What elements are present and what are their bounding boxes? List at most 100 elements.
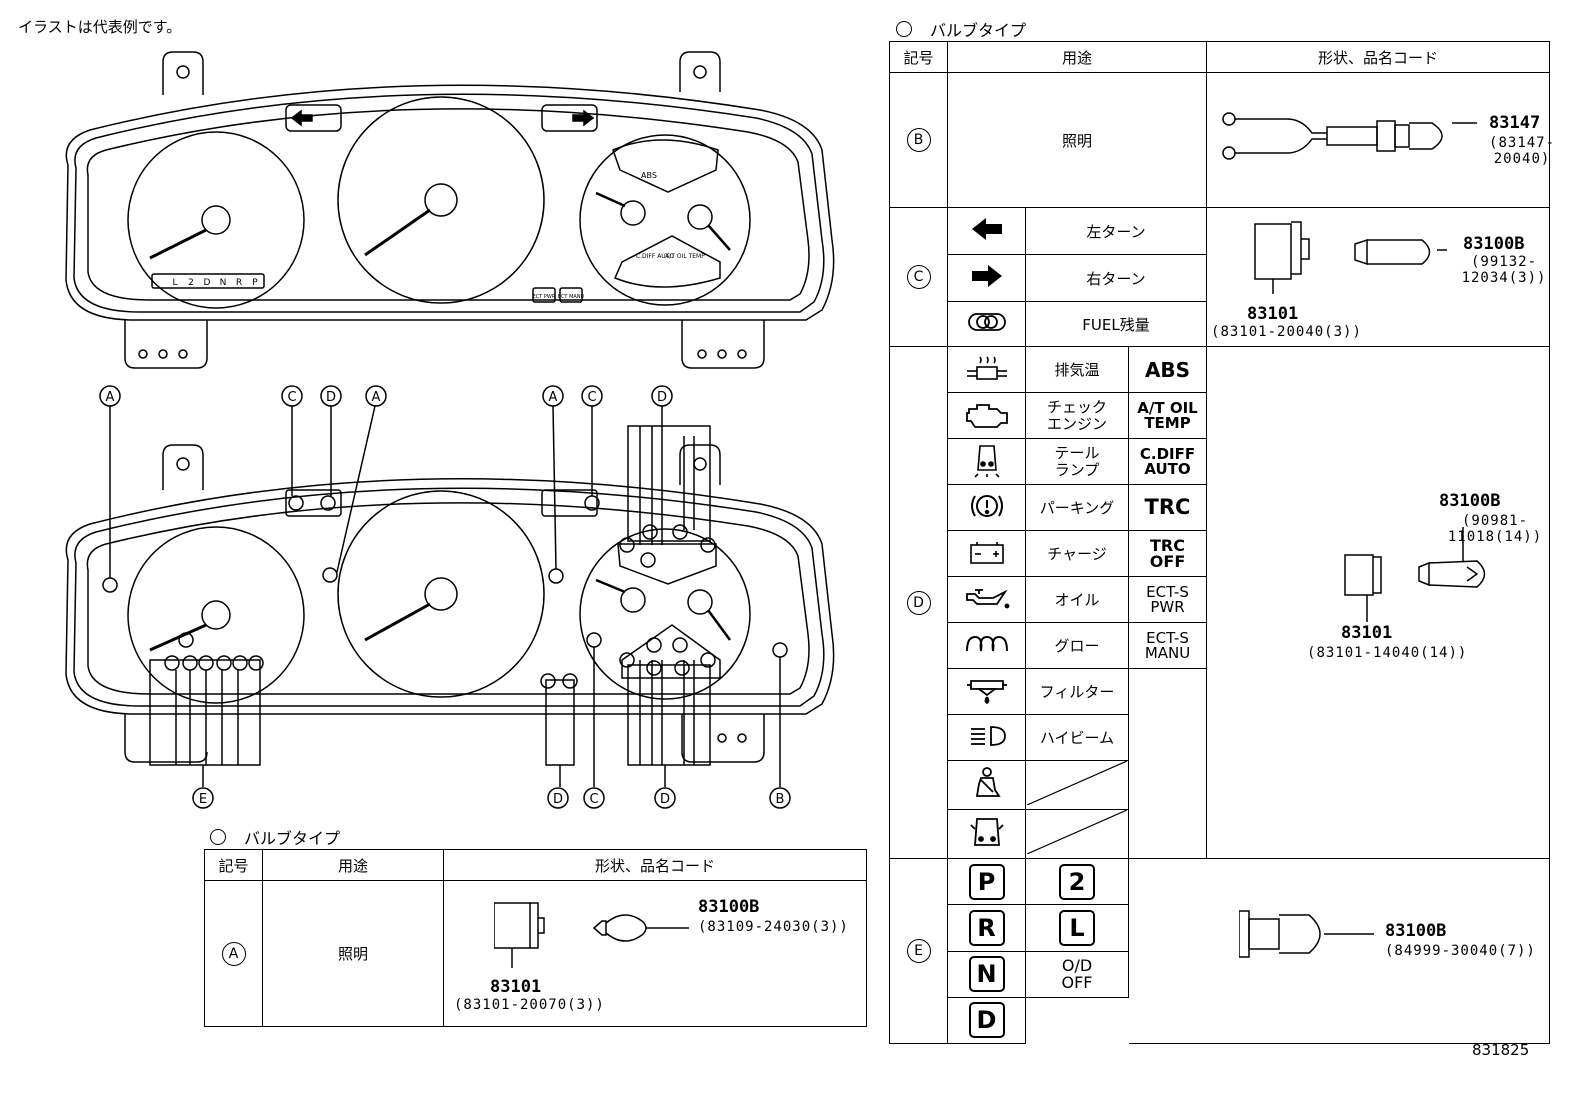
header-shape: 形状、品名コード [1206, 41, 1550, 73]
gear-p-icon: P [968, 863, 1005, 900]
left-turn-icon [971, 218, 1002, 240]
bulb-code-c: (99132-12034(3)) [1461, 254, 1547, 286]
shape-e: 83100B (84999-30040(7)) [1129, 859, 1549, 1043]
callout-c2: C [587, 390, 596, 405]
ind-ects-manu: ECT-S MANU [1127, 622, 1208, 669]
glow-icon [965, 635, 1008, 651]
socket-bulb-a-icon [494, 902, 689, 968]
pn-b: 83147 [1489, 113, 1541, 133]
gear-n: N [220, 278, 227, 288]
wedge-bulb-d-icon [1344, 527, 1486, 622]
illustration-note: イラストは代表例です。 [18, 18, 182, 36]
usage-d-parking: パーキング [1025, 484, 1129, 531]
ind-trc-off: TRC OFF [1127, 530, 1208, 577]
cluster-ect-manu-text: ECT MANU [558, 294, 585, 300]
usage-c-fuel: FUEL残量 [1024, 301, 1208, 347]
ind-cdiff-auto: C.DIFF AUTO [1127, 438, 1208, 485]
gear-n-icon: N [968, 956, 1005, 993]
bulb-code-e: (84999-30040(7)) [1385, 943, 1536, 959]
usage-d-tail-lamp: テール ランプ [1025, 438, 1129, 485]
socket-pn-d: 83101 [1341, 623, 1393, 643]
seatbelt-icon [975, 767, 1001, 797]
parking-brake-icon [970, 494, 1003, 517]
usage-d-check-engine: チェック エンジン [1025, 392, 1129, 439]
shape-c: 83100B (99132-12034(3)) 83101 (83101-200… [1207, 208, 1549, 346]
header-symbol: 記号 [889, 41, 948, 73]
title-circle-icon [210, 829, 226, 845]
bulb-table-a: 記号 用途 形状、品名コード A 照明 83100B [204, 849, 867, 1027]
shape-a: 83100B (83109-24030(3)) 83101 (83101-200… [444, 881, 866, 1026]
gear-p: P [252, 278, 258, 288]
symbol-c: C [906, 265, 931, 289]
cluster-atoil-text: A/T OIL TEMP [665, 253, 705, 260]
cluster-abs-text: ABS [641, 171, 657, 180]
ind-trc: TRC [1127, 484, 1208, 531]
header-symbol: 記号 [204, 849, 263, 881]
callout-c3: C [589, 792, 598, 807]
ind-at-oil-temp: A/T OIL TEMP [1127, 392, 1208, 439]
socket-code-a: (83101-20070(3)) [454, 997, 605, 1013]
ind-empty [1127, 668, 1207, 715]
gear-l: L [172, 278, 177, 288]
usage-d-glow: グロー [1025, 622, 1129, 669]
gear-2: 2 [188, 278, 194, 288]
od-off-label: O/D OFF [1025, 950, 1129, 998]
gear-d-icon: D [968, 1002, 1005, 1039]
usage-c-left-turn: 左ターン [1024, 207, 1208, 255]
gear-2-icon: 2 [1059, 863, 1095, 900]
tail-lamp-icon [973, 444, 1000, 478]
socket-pn-a: 83101 [490, 977, 542, 997]
bulb-pn-c: 83100B [1463, 234, 1525, 254]
high-beam-icon [970, 725, 1006, 746]
title-circle-icon [896, 21, 912, 37]
fuel-level-icon [967, 313, 1006, 331]
door-icon [969, 818, 1004, 846]
usage-a: 照明 [262, 880, 444, 1027]
callout-d2: D [657, 390, 667, 405]
symbol-e: E [906, 939, 931, 963]
exhaust-temp-icon [966, 356, 1007, 380]
cluster-cdiff-text: C.DIFF AUTO [636, 253, 674, 260]
ind-abs: ABS [1127, 346, 1208, 393]
callout-e: E [199, 792, 207, 807]
callout-a3: A [549, 390, 558, 405]
usage-d-high-beam: ハイビーム [1025, 714, 1129, 761]
main-table-title: バルブタイプ [896, 17, 1026, 41]
socket-code-c: (83101-20040(3)) [1211, 324, 1362, 340]
bulb-table-main: 記号 用途 形状、品名コード B 照明 [889, 41, 1554, 1045]
oil-icon [965, 588, 1009, 608]
callout-a2: A [372, 390, 381, 405]
callout-c1: C [287, 390, 296, 405]
usage-d-filter: フィルター [1025, 668, 1129, 715]
callout-d3: D [553, 792, 563, 807]
charge-icon [969, 541, 1004, 564]
usage-d-charge: チャージ [1025, 530, 1129, 577]
usage-d-door-empty [1025, 809, 1129, 859]
bulb-pn-e: 83100B [1385, 921, 1447, 941]
usage-d-exhaust: 排気温 [1025, 346, 1129, 393]
callout-a1: A [106, 390, 115, 405]
usage-d-oil: オイル [1025, 576, 1129, 623]
gear-d: D [204, 278, 211, 288]
gear-l-icon: L [1059, 909, 1095, 946]
bulb-e-icon [1239, 910, 1374, 958]
shape-b: 83147 (83147-20040) [1207, 73, 1554, 207]
cluster-ect-pwr-text: ECT PWR [533, 294, 556, 300]
gear-r-icon: R [968, 909, 1005, 946]
gear-r: R [236, 278, 242, 288]
code-b: (83147-20040) [1489, 135, 1556, 167]
header-usage: 用途 [946, 41, 1208, 73]
callout-d4: D [660, 792, 670, 807]
wire-harness-bulb-icon [1222, 112, 1478, 160]
symbol-d: D [906, 590, 931, 615]
ind-ects-pwr: ECT-S PWR [1127, 576, 1208, 623]
bulb-pn-d: 83100B [1439, 491, 1501, 511]
filter-icon [966, 679, 1007, 704]
bulb-code-d: (90981-11018(14)) [1447, 513, 1543, 545]
bulb-pn-a: 83100B [698, 897, 760, 917]
usage-b: 照明 [946, 72, 1208, 208]
symbol-a: A [221, 941, 246, 966]
header-shape: 形状、品名コード [443, 849, 867, 881]
check-engine-icon [965, 403, 1008, 428]
